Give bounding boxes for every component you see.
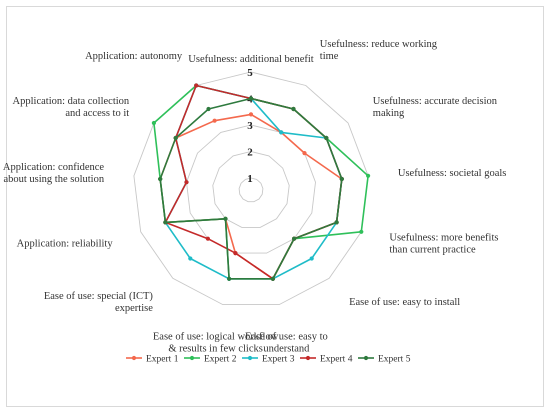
data-point: [233, 251, 238, 256]
legend-item-1: Expert 1: [126, 355, 179, 365]
data-point: [292, 236, 297, 241]
data-point: [334, 220, 339, 225]
category-label-line: and access to it: [65, 108, 129, 119]
legend-marker: [363, 355, 369, 361]
data-point: [188, 256, 193, 261]
category-label-line: Ease of use: logical workflow: [153, 332, 279, 343]
category-label-line: Usefulness: additional benefit: [188, 54, 313, 65]
grid-ring-1: [238, 177, 264, 203]
data-point: [339, 176, 344, 182]
tick-label-2: 2: [247, 147, 253, 159]
category-label-line: Ease of use: special (ICT): [44, 291, 154, 302]
legend-label: Expert 4: [320, 355, 353, 365]
category-label-line: understand: [263, 344, 310, 355]
category-label-line: Application: reliability: [17, 239, 114, 250]
data-point: [173, 135, 178, 141]
legend-item-2: Expert 2: [184, 355, 237, 365]
category-label-line: Application: confidence: [3, 162, 105, 173]
category-labels: Usefulness: additional benefitUsefulness…: [3, 39, 506, 355]
grid-ring-2: [212, 151, 290, 228]
category-label-line: than current practice: [389, 245, 476, 256]
legend-label: Expert 3: [262, 355, 295, 365]
data-point: [158, 176, 163, 182]
radar-grid: [133, 71, 369, 306]
category-label-line: Application: data collection: [13, 96, 130, 107]
data-point: [291, 106, 296, 112]
category-label-line: time: [320, 51, 339, 62]
series-layer: [151, 83, 371, 281]
category-label-line: Usefulness: more benefits: [389, 233, 498, 244]
category-label: Usefulness: societal goals: [398, 168, 506, 179]
category-label-line: Ease of use: easy to: [245, 332, 328, 343]
legend-label: Expert 2: [204, 355, 237, 365]
tick-label-3: 3: [247, 120, 253, 132]
data-point: [227, 276, 232, 281]
data-point: [324, 135, 329, 141]
legend-marker: [247, 355, 253, 361]
category-label-line: Usefulness: accurate decision: [373, 96, 498, 107]
category-label-line: Ease of use: easy to install: [349, 297, 460, 308]
category-label-line: Application: autonomy: [85, 51, 183, 62]
category-label: Ease of use: logical workflow& results i…: [153, 332, 279, 355]
data-point: [309, 256, 314, 261]
category-label-line: about using the solution: [3, 174, 104, 185]
data-point: [248, 96, 254, 101]
data-point: [206, 106, 211, 112]
data-point: [163, 220, 168, 225]
legend-label: Expert 5: [378, 355, 411, 365]
grid-ring-3: [186, 124, 316, 254]
data-point: [270, 276, 275, 281]
legend-marker: [189, 355, 195, 361]
category-label: Usefulness: additional benefit: [188, 54, 313, 65]
category-label-line: Usefulness: reduce working: [320, 39, 438, 50]
category-label-line: Usefulness: societal goals: [398, 168, 506, 179]
tick-label-1: 1: [247, 173, 253, 185]
series-line-5: [159, 97, 343, 280]
data-point: [223, 216, 228, 221]
data-point: [184, 180, 189, 185]
category-label-line: making: [373, 108, 405, 119]
legend-item-3: Expert 3: [242, 355, 295, 365]
data-point: [302, 151, 307, 156]
legend-marker: [131, 355, 137, 361]
category-label: Application: autonomy: [85, 51, 183, 62]
legend-label: Expert 1: [146, 355, 179, 365]
grid-ring-5: [133, 71, 369, 306]
data-point: [194, 83, 199, 88]
legend-item-5: Expert 5: [358, 355, 411, 365]
data-point: [359, 229, 364, 234]
radial-tick-labels: 12345: [247, 67, 253, 185]
category-label: Application: reliability: [17, 239, 114, 250]
category-label: Ease of use: special (ICT)expertise: [44, 291, 154, 314]
data-point: [248, 112, 254, 117]
series-3: [163, 83, 344, 281]
legend-marker: [305, 355, 311, 361]
data-point: [212, 118, 217, 123]
tick-label-5: 5: [247, 67, 253, 79]
category-label: Ease of use: easy to install: [349, 297, 460, 308]
chart-frame: [6, 6, 544, 407]
category-label-line: expertise: [115, 303, 153, 314]
series-5: [158, 96, 344, 281]
series-1: [158, 112, 344, 281]
legend-item-4: Expert 4: [300, 355, 353, 365]
category-label-line: & results in few clicks: [168, 344, 262, 355]
data-point: [151, 120, 156, 126]
data-point: [366, 173, 371, 178]
data-point: [205, 236, 210, 241]
legend: Expert 1 Expert 2 Expert 3 Expert 4 Expert 5: [126, 355, 411, 365]
data-point: [279, 130, 284, 135]
